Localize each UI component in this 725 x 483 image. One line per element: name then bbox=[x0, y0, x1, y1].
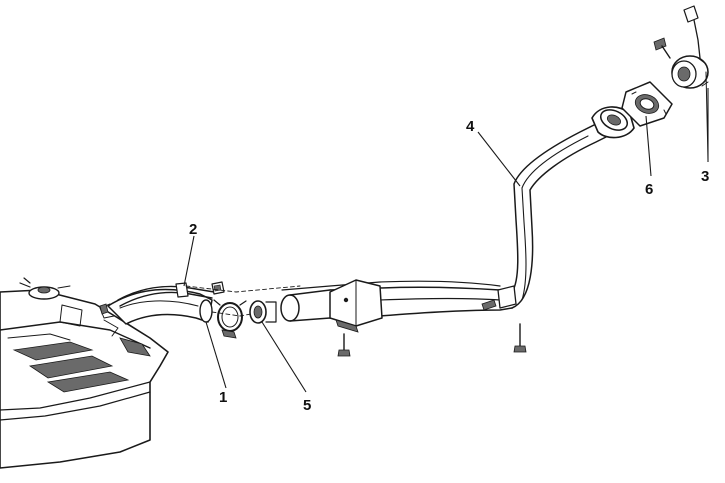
filler-hose bbox=[99, 288, 213, 325]
fuel-tank bbox=[0, 277, 169, 469]
hose-clamp bbox=[213, 299, 247, 339]
callout-5: 5 bbox=[303, 397, 311, 414]
callout-6: 6 bbox=[645, 181, 653, 198]
bolt-top bbox=[653, 37, 671, 59]
callout-3: 3 bbox=[701, 168, 709, 185]
leader-lines bbox=[183, 88, 709, 393]
callout-2: 2 bbox=[189, 221, 197, 238]
filler-neck-gasket bbox=[621, 81, 673, 127]
callout-1: 1 bbox=[219, 389, 227, 406]
fuel-cap bbox=[671, 5, 709, 161]
callout-4: 4 bbox=[466, 118, 475, 135]
bolt-bend bbox=[513, 323, 527, 353]
bolt-bracket bbox=[337, 333, 351, 357]
grommet bbox=[249, 300, 277, 324]
filler-pipe bbox=[280, 106, 635, 333]
breather-hose bbox=[117, 281, 225, 307]
